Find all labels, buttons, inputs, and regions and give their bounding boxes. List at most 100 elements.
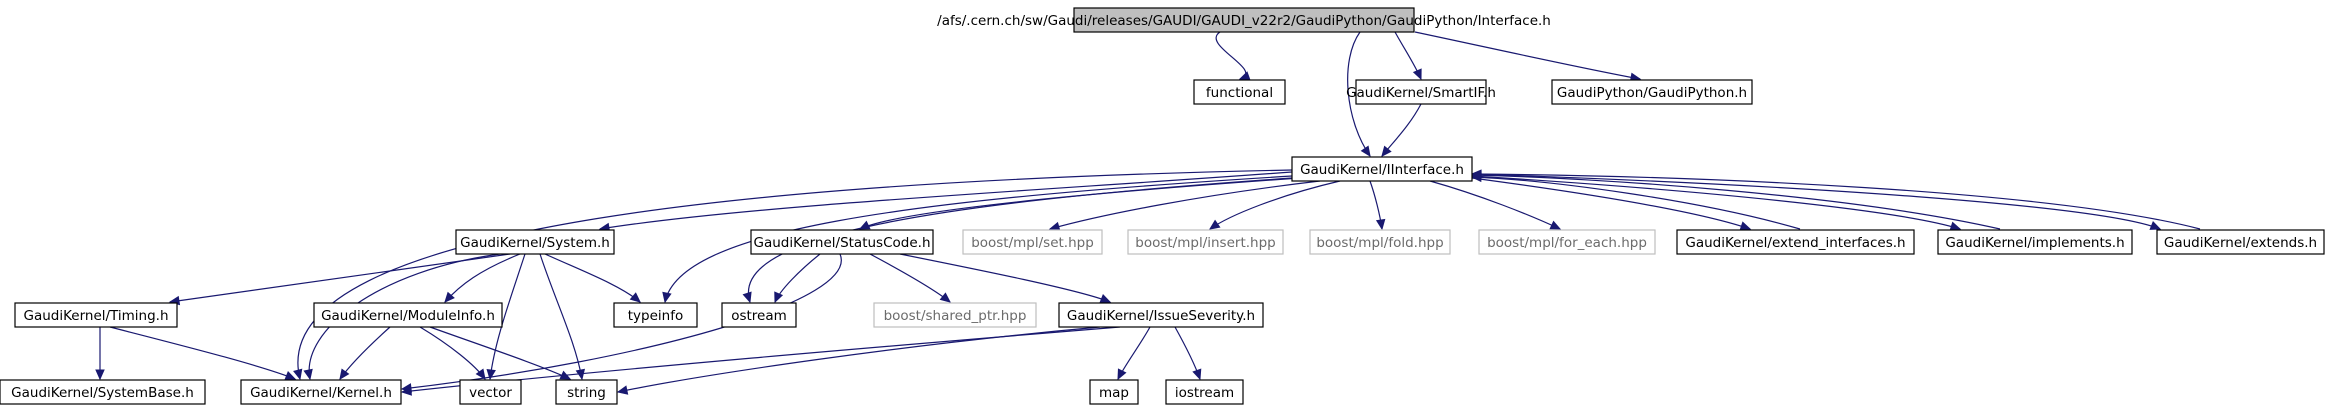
edge-line xyxy=(1414,31,1641,80)
node-label: functional xyxy=(1206,85,1273,101)
node-kernel[interactable]: GaudiKernel/Kernel.h xyxy=(240,379,402,405)
node-mplset[interactable]: boost/mpl/set.hpp xyxy=(962,229,1103,255)
node-mplinsert[interactable]: boost/mpl/insert.hpp xyxy=(1127,229,1284,255)
node-typeinfo[interactable]: typeinfo xyxy=(613,302,698,328)
arrowhead-icon xyxy=(939,292,951,303)
node-label: GaudiKernel/Timing.h xyxy=(23,308,168,324)
node-statuscode[interactable]: GaudiKernel/StatusCode.h xyxy=(750,229,934,255)
edge-iinterface-to-mplforeach xyxy=(1429,180,1562,230)
node-timing[interactable]: GaudiKernel/Timing.h xyxy=(14,302,178,328)
node-box xyxy=(613,302,698,328)
node-label: map xyxy=(1099,385,1129,401)
node-box xyxy=(1127,229,1284,255)
edge-root-to-smartif xyxy=(1394,31,1422,81)
node-label: GaudiKernel/System.h xyxy=(460,235,610,251)
node-gaudipython[interactable]: GaudiPython/GaudiPython.h xyxy=(1551,79,1753,105)
node-iinterface[interactable]: GaudiKernel/IInterface.h xyxy=(1291,156,1473,182)
node-label: GaudiKernel/extends.h xyxy=(2164,235,2317,251)
node-string[interactable]: string xyxy=(555,379,618,405)
node-box xyxy=(313,302,503,328)
node-map[interactable]: map xyxy=(1089,379,1139,405)
node-mplfold[interactable]: boost/mpl/fold.hpp xyxy=(1309,229,1451,255)
edge-system-to-vector xyxy=(486,253,526,381)
node-box xyxy=(962,229,1103,255)
node-box xyxy=(2156,229,2325,255)
arrowhead-icon xyxy=(1117,368,1127,381)
edge-line xyxy=(109,326,296,380)
node-vector[interactable]: vector xyxy=(459,379,522,405)
node-box xyxy=(1676,229,1915,255)
edge-line xyxy=(747,177,1293,303)
node-iostream[interactable]: iostream xyxy=(1165,379,1244,405)
node-functional[interactable]: functional xyxy=(1193,79,1286,105)
node-box xyxy=(1073,7,1415,33)
edge-iinterface-to-typeinfo xyxy=(662,175,1293,304)
node-implements[interactable]: GaudiKernel/implements.h xyxy=(1937,229,2133,255)
node-label: vector xyxy=(469,385,512,401)
node-system[interactable]: GaudiKernel/System.h xyxy=(455,229,615,255)
edge-line xyxy=(599,171,1293,230)
arrowhead-icon xyxy=(400,386,412,396)
edge-statuscode-to-issuesev xyxy=(899,253,1112,303)
arrowhead-icon xyxy=(339,368,350,381)
node-box xyxy=(555,379,618,405)
edge-iinterface-to-extends xyxy=(1471,173,2162,230)
arrowhead-icon xyxy=(616,385,629,395)
arrowhead-icon xyxy=(774,291,784,304)
node-label: GaudiKernel/IInterface.h xyxy=(1300,162,1464,178)
arrowhead-icon xyxy=(486,368,496,381)
node-box xyxy=(1355,79,1487,105)
edge-smartif-to-iinterface xyxy=(1381,103,1422,157)
edge-system-to-moduleinfo xyxy=(444,253,521,303)
node-mplforeach[interactable]: boost/mpl/for_each.hpp xyxy=(1478,229,1656,255)
edge-timing-to-kernel xyxy=(109,326,297,380)
edge-line xyxy=(1471,173,2201,230)
edges-layer xyxy=(95,31,2201,396)
arrowhead-icon xyxy=(629,292,641,303)
node-label: boost/mpl/set.hpp xyxy=(971,235,1094,251)
arrowhead-icon xyxy=(293,368,303,381)
node-box xyxy=(14,302,178,328)
node-ostream[interactable]: ostream xyxy=(721,302,797,328)
node-label: boost/mpl/insert.hpp xyxy=(1135,235,1275,251)
edge-system-to-typeinfo xyxy=(544,253,641,303)
arrowhead-icon xyxy=(1048,221,1061,232)
arrowhead-icon xyxy=(662,291,672,304)
node-box xyxy=(1551,79,1753,105)
node-moduleinfo[interactable]: GaudiKernel/ModuleInfo.h xyxy=(313,302,503,328)
node-box xyxy=(873,302,1037,328)
node-sharedptr[interactable]: boost/shared_ptr.hpp xyxy=(873,302,1037,328)
edge-root-to-iinterface xyxy=(1347,31,1371,158)
node-extendif[interactable]: GaudiKernel/extend_interfaces.h xyxy=(1676,229,1915,255)
node-box xyxy=(1309,229,1451,255)
edge-iinterface-to-mplset xyxy=(1048,180,1321,232)
node-label: GaudiKernel/implements.h xyxy=(1945,235,2124,251)
edge-line xyxy=(1471,176,1801,230)
node-root[interactable]: /afs/.cern.ch/sw/Gaudi/releases/GAUDI/GA… xyxy=(937,7,1551,33)
edge-iinterface-to-extendif xyxy=(1471,177,1752,231)
arrowhead-icon xyxy=(1549,220,1562,230)
node-box xyxy=(459,379,522,405)
node-smartif[interactable]: GaudiKernel/SmartIF.h xyxy=(1346,79,1496,105)
node-box xyxy=(1291,156,1473,182)
node-box xyxy=(721,302,797,328)
edge-line xyxy=(664,175,1293,303)
edge-statuscode-to-ostream xyxy=(774,253,821,304)
edge-line xyxy=(1471,174,2001,230)
edge-root-to-functional xyxy=(1215,31,1251,81)
arrowhead-icon xyxy=(444,291,455,303)
node-box xyxy=(750,229,934,255)
edge-line xyxy=(539,253,583,380)
edge-line xyxy=(339,326,391,380)
edge-issuesev-to-string xyxy=(616,326,1101,395)
node-extends[interactable]: GaudiKernel/extends.h xyxy=(2156,229,2325,255)
arrowhead-icon xyxy=(1238,71,1251,81)
edge-line xyxy=(1215,31,1247,80)
node-label: ostream xyxy=(731,308,787,324)
node-box xyxy=(1089,379,1139,405)
node-systembase[interactable]: GaudiKernel/SystemBase.h xyxy=(0,379,206,405)
edge-line xyxy=(429,326,571,380)
node-issuesev[interactable]: GaudiKernel/IssueSeverity.h xyxy=(1058,302,1264,328)
arrowhead-icon xyxy=(1192,368,1202,381)
node-label: GaudiKernel/SmartIF.h xyxy=(1346,85,1496,101)
